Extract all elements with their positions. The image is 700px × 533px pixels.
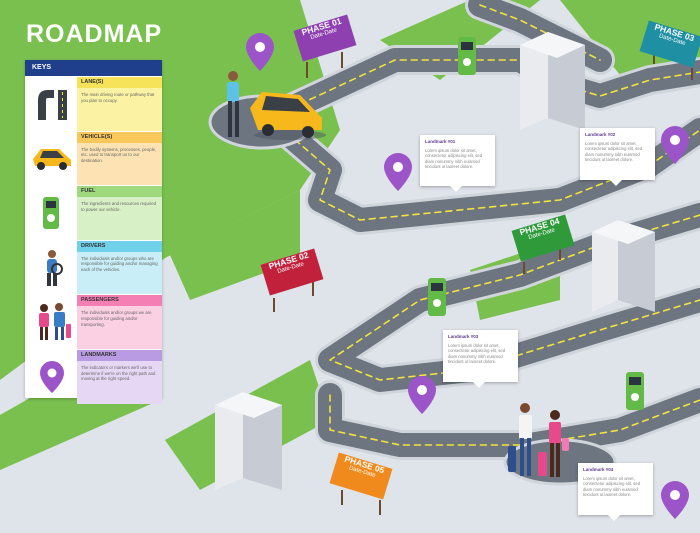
key-body (77, 251, 162, 295)
building (592, 220, 655, 312)
key-body (77, 306, 162, 349)
fuel-pump-icon (428, 278, 446, 316)
key-body (77, 142, 162, 186)
page-title: ROADMAP (26, 20, 163, 48)
key-row: FUEL The ingredients and resources requir… (25, 185, 162, 240)
landmark-title: Landmark #01 (425, 139, 456, 144)
landmark-body: Lorem ipsum dolor sit amet, consectetur … (583, 476, 641, 498)
landmark-body: Lorem ipsum dolor sit amet, consectetur … (425, 148, 483, 170)
landmark-card-02: Landmark #02 Lorem ipsum dolor sit amet,… (580, 128, 655, 186)
key-label: LANE(S) (77, 77, 162, 88)
lane-icon (27, 77, 77, 131)
taxi-car (250, 92, 326, 140)
key-description: The ingredients and resources required t… (81, 201, 157, 212)
key-description: The bodily systems, processes, people, e… (81, 146, 157, 163)
key-row: VEHICLE(S) The bodily systems, processes,… (25, 130, 162, 186)
key-description: The individuals and/or groups we are res… (81, 310, 152, 327)
location-pin-icon (384, 153, 412, 191)
building (215, 392, 282, 490)
location-pin-icon (246, 33, 274, 71)
key-row: DRIVERS The individuals and/or groups who… (25, 239, 162, 295)
key-body (77, 197, 162, 240)
passengers-icon (27, 295, 77, 349)
key-body (77, 360, 162, 404)
key-label: DRIVERS (77, 240, 162, 252)
landmark-title: Landmark #04 (583, 467, 614, 472)
key-row: LANE(S) The main driving route or pathway… (25, 76, 162, 131)
key-label: FUEL (77, 186, 162, 198)
key-description: The indicators or markers we'll use to d… (81, 364, 156, 382)
fuel-pump-icon (458, 37, 476, 75)
fuel-pump-icon (27, 186, 77, 240)
fuel-pump-icon (626, 372, 644, 410)
location-pin-icon (661, 126, 689, 164)
key-row: PASSENGERS The individuals and/or groups … (25, 294, 162, 349)
landmark-card-04: Landmark #04 Lorem ipsum dolor sit amet,… (578, 463, 653, 521)
driver-icon (27, 241, 77, 295)
key-row: LANDMARKS The indicators or markers we'll… (25, 348, 162, 404)
keys-header: KEYS (25, 60, 162, 76)
location-pin-icon (27, 350, 77, 404)
road-dash (329, 394, 700, 446)
key-description: The main driving route or pathway that y… (81, 92, 155, 103)
landmark-body: Lorem ipsum dolor sit amet, consectetur … (448, 343, 506, 365)
landmark-card-03: Landmark #03 Lorem ipsum dolor sit amet,… (443, 330, 518, 388)
location-pin-icon (408, 376, 436, 414)
landmark-title: Landmark #02 (585, 132, 616, 137)
grass-patch (170, 190, 300, 300)
taxi-icon (27, 132, 77, 186)
keys-legend: KEYS LANE(S) The main driving route or pa… (25, 60, 162, 404)
key-label: PASSENGERS (77, 295, 162, 307)
passenger-figures (508, 403, 569, 477)
building (520, 32, 585, 130)
landmark-card-01: Landmark #01 Lorem ipsum dolor sit amet,… (420, 135, 495, 192)
landmark-title: Landmark #03 (448, 334, 479, 339)
landmark-body: Lorem ipsum dolor sit amet, consectetur … (585, 141, 643, 163)
key-label: LANDMARKS (77, 349, 162, 361)
location-pin-icon (661, 481, 689, 519)
driver-figure (227, 71, 239, 137)
key-body (77, 88, 162, 131)
key-label: VEHICLE(S) (77, 131, 162, 143)
key-description: The individuals and/or groups who are re… (81, 255, 158, 272)
